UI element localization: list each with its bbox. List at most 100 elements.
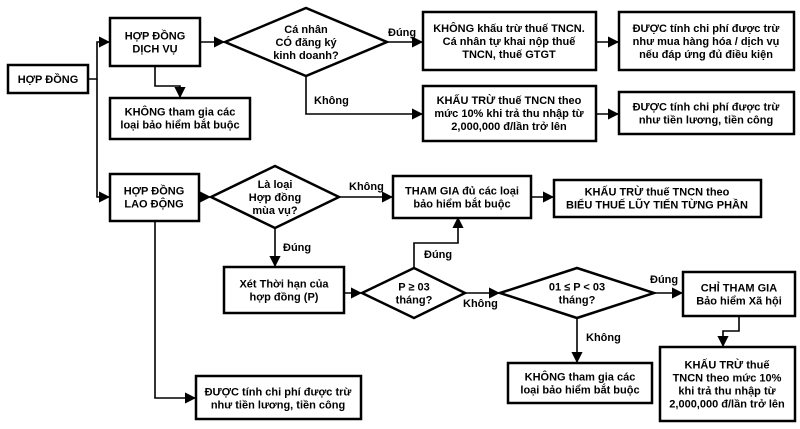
node-label-line: như tiền lương, tiền công [211, 400, 345, 412]
node-label-line: mức 10% khi trả thu nhập từ [434, 108, 583, 120]
node-label: HỢP ĐỒNG [18, 73, 79, 86]
node-hop-dong: HỢP ĐỒNG [6, 63, 90, 95]
edge-label-khong: Không [586, 332, 621, 344]
node-label-line: nếu đáp ứng đủ điều kiện [639, 49, 773, 61]
node-label-line: TNCN, thuế GTGT [462, 49, 556, 61]
edge-label-dung: Đúng [283, 242, 311, 254]
node-label-line: mùa vụ? [252, 205, 298, 217]
node-label-line: như tiền lương, tiền công [639, 115, 773, 127]
edge-label-khong: Không [349, 181, 384, 193]
edge-labels: Đúng Không Không Đúng Đúng Không Đúng Kh… [283, 27, 678, 344]
node-label-line: Cá nhân [284, 24, 328, 36]
node-label-line: bảo hiểm bắt buộc [413, 198, 510, 211]
node-label-line: hợp đồng (P) [250, 292, 319, 304]
node-label-line: khi trả thu nhập từ [678, 386, 775, 398]
node-label-line: KHÔNG tham gia các [125, 106, 236, 119]
edge-label-khong: Không [314, 95, 349, 107]
node-label-line: Hợp đồng [249, 192, 301, 204]
node-label-line: CÓ đăng ký [275, 36, 337, 49]
node-label-line: ĐƯỢC tính chi phí được trừ [633, 23, 780, 35]
edge-label-dung: Đúng [650, 274, 678, 286]
node-label-line: KHẤU TRỪ thuế [685, 359, 771, 372]
node-label-line: như mua hàng hóa / dịch vụ [633, 36, 780, 48]
node-label-line: tháng? [559, 295, 596, 307]
node-label-line: ĐƯỢC tính chi phí được trừ [633, 102, 780, 114]
edge-dichvu-khongbh [154, 66, 186, 99]
node-label-line: loại bảo hiểm bắt buộc [120, 119, 239, 132]
node-label-line: P ≥ 03 [398, 282, 430, 294]
edge-hopdong-laodong [96, 79, 111, 203]
node-label-line: KHẤU TRỪ thuế TNCN theo [585, 186, 730, 199]
edge-laodong-cptienluongb [154, 221, 197, 404]
node-khong-khau-tru: KHÔNG khấu trừ thuế TNCN.Cá nhân tự khai… [421, 10, 598, 72]
node-label-line: HỢP ĐỒNG [18, 73, 79, 86]
node-label-line: Bảo hiểm Xã hội [696, 296, 782, 308]
node-label-line: HỢP ĐỒNG [124, 185, 185, 198]
node-label-line: HỢP ĐỒNG [125, 30, 186, 43]
edge-label-dung: Đúng [388, 27, 416, 39]
node-label-line: Xét Thời hạn của [239, 279, 329, 291]
edge-dangky-khong [305, 76, 424, 120]
node-label-line: KHẤU TRỪ thuế TNCN theo [437, 94, 582, 107]
node-label-line: Là loại [258, 179, 293, 191]
edge-label-khong: Không [463, 298, 498, 310]
node-label-line: LAO ĐỘNG [124, 198, 183, 211]
edge-label-dung: Đúng [424, 249, 452, 261]
node-label-line: DỊCH VỤ [132, 44, 177, 56]
node-label-line: 2,000,000 đ/lần trở lên [669, 399, 785, 411]
node-label-line: kinh doanh? [273, 50, 339, 62]
node-label-line: CHỈ THAM GIA [701, 282, 777, 295]
node-label-line: TNCN theo mức 10% [673, 373, 782, 385]
edges [88, 36, 740, 404]
node-label-line: tháng? [396, 295, 433, 307]
edge-chithamgia-khautru10b [717, 316, 740, 348]
node-label: KHÔNG khấu trừ thuế TNCN.Cá nhân tự khai… [433, 22, 585, 61]
node-label-line: KHÔNG tham gia các [525, 371, 636, 384]
edge-pge03-dung [413, 216, 464, 268]
node-label-line: 01 ≤ P < 03 [549, 282, 605, 294]
node-label-line: loại bảo hiểm bắt buộc [520, 384, 639, 397]
node-label-line: THAM GIA đủ các loại [405, 186, 519, 198]
node-label-line: ĐƯỢC tính chi phí được trừ [205, 387, 352, 399]
node-label-line: Cá nhân tự khai nộp thuế [443, 36, 577, 48]
edge-hopdong-dichvu [88, 36, 111, 80]
node-label-line: 2,000,000 đ/lần trở lên [451, 121, 567, 133]
node-label-line: KHÔNG khấu trừ thuế TNCN. [433, 22, 585, 35]
node-label-line: BIỂU THUẾ LŨY TIẾN TỪNG PHẦN [566, 199, 748, 212]
